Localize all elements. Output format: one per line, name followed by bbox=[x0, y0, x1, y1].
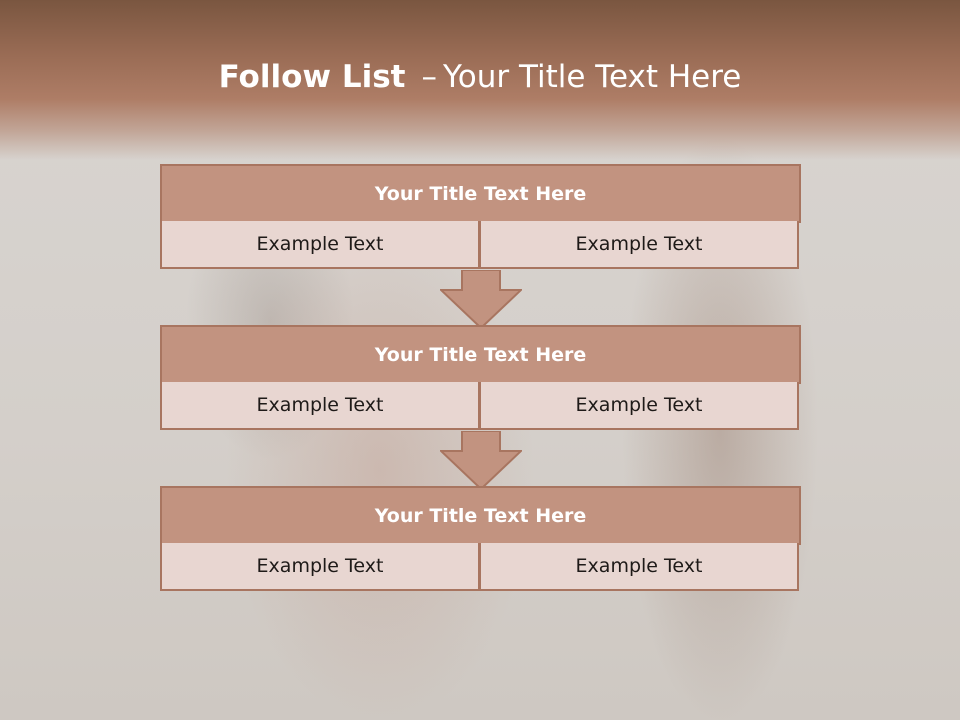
step-title: Your Title Text Here bbox=[160, 164, 801, 223]
title-dash: – bbox=[421, 59, 437, 95]
step-title: Your Title Text Here bbox=[160, 486, 801, 545]
slide-title: Follow List–Your Title Text Here bbox=[0, 52, 960, 102]
step-title: Your Title Text Here bbox=[160, 325, 801, 384]
step-cell-right: Example Text bbox=[479, 221, 799, 269]
down-arrow-icon bbox=[440, 270, 522, 330]
step-cell-right: Example Text bbox=[479, 382, 799, 430]
step-cell-left: Example Text bbox=[160, 543, 480, 591]
title-bar bbox=[0, 0, 960, 160]
title-rest: Your Title Text Here bbox=[442, 59, 742, 95]
step-cell-right: Example Text bbox=[479, 543, 799, 591]
step-cell-left: Example Text bbox=[160, 382, 480, 430]
down-arrow-icon bbox=[440, 431, 522, 491]
step-cell-left: Example Text bbox=[160, 221, 480, 269]
title-bold: Follow List bbox=[218, 59, 406, 95]
